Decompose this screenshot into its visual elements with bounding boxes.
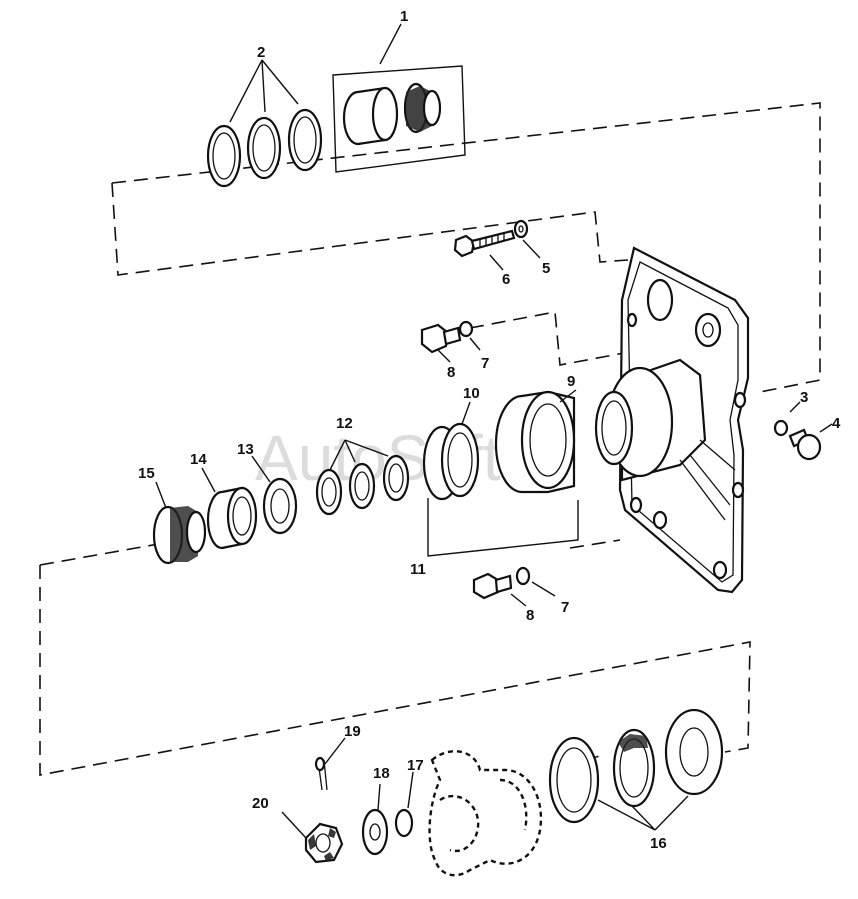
o-ring-3 <box>773 419 789 437</box>
callout-16: 16 <box>650 835 667 852</box>
retainer-housing <box>594 246 750 594</box>
callout-1: 1 <box>400 8 408 25</box>
callout-18: 18 <box>373 765 390 782</box>
o-ring-17 <box>394 808 414 838</box>
shim-rings-2 <box>206 108 323 188</box>
washer-5 <box>513 219 529 239</box>
callout-6: 6 <box>502 271 510 288</box>
callout-11: 11 <box>410 561 426 578</box>
assembly-guide-lines <box>39 102 821 776</box>
callout-3: 3 <box>800 389 808 406</box>
callout-2: 2 <box>257 44 265 61</box>
drain-plug-4 <box>788 428 822 461</box>
bearing-cup-14 <box>206 486 258 550</box>
drain-plug-8-upper <box>420 323 462 354</box>
callout-14: 14 <box>190 451 207 468</box>
callout-20: 20 <box>252 795 269 812</box>
shims-12 <box>315 454 410 516</box>
spacer-13 <box>262 477 298 535</box>
washer-18 <box>361 808 389 856</box>
seal-9 <box>494 390 576 494</box>
bearing-cone-15 <box>152 505 207 565</box>
leader-lines <box>155 23 833 839</box>
callout-4: 4 <box>832 415 841 432</box>
o-ring-7-upper <box>458 320 474 338</box>
callout-13: 13 <box>237 441 254 458</box>
bearing-kit-box <box>332 65 466 173</box>
callout-7-upper: 7 <box>481 355 489 372</box>
callout-15: 15 <box>138 465 155 482</box>
seals-16 <box>548 708 724 824</box>
callout-labels: 1 2 6 5 8 7 9 10 3 4 12 13 14 15 11 8 7 … <box>138 8 841 852</box>
drain-plug-8-lower <box>472 572 513 600</box>
o-ring-7-lower <box>515 566 531 586</box>
bearing-cup-10 <box>422 422 480 501</box>
callout-9: 9 <box>567 373 575 390</box>
callout-19: 19 <box>344 723 361 740</box>
yoke-ghost <box>428 750 543 877</box>
callout-12: 12 <box>336 415 353 432</box>
bolt-6 <box>453 229 516 258</box>
callout-10: 10 <box>463 385 480 402</box>
castle-nut-20 <box>304 822 344 864</box>
callout-7-lower: 7 <box>561 599 569 616</box>
callout-5: 5 <box>542 260 550 277</box>
callout-8-upper: 8 <box>447 364 455 381</box>
callout-17: 17 <box>407 757 424 774</box>
cotter-pin-19 <box>314 756 328 791</box>
callout-8-lower: 8 <box>526 607 534 624</box>
